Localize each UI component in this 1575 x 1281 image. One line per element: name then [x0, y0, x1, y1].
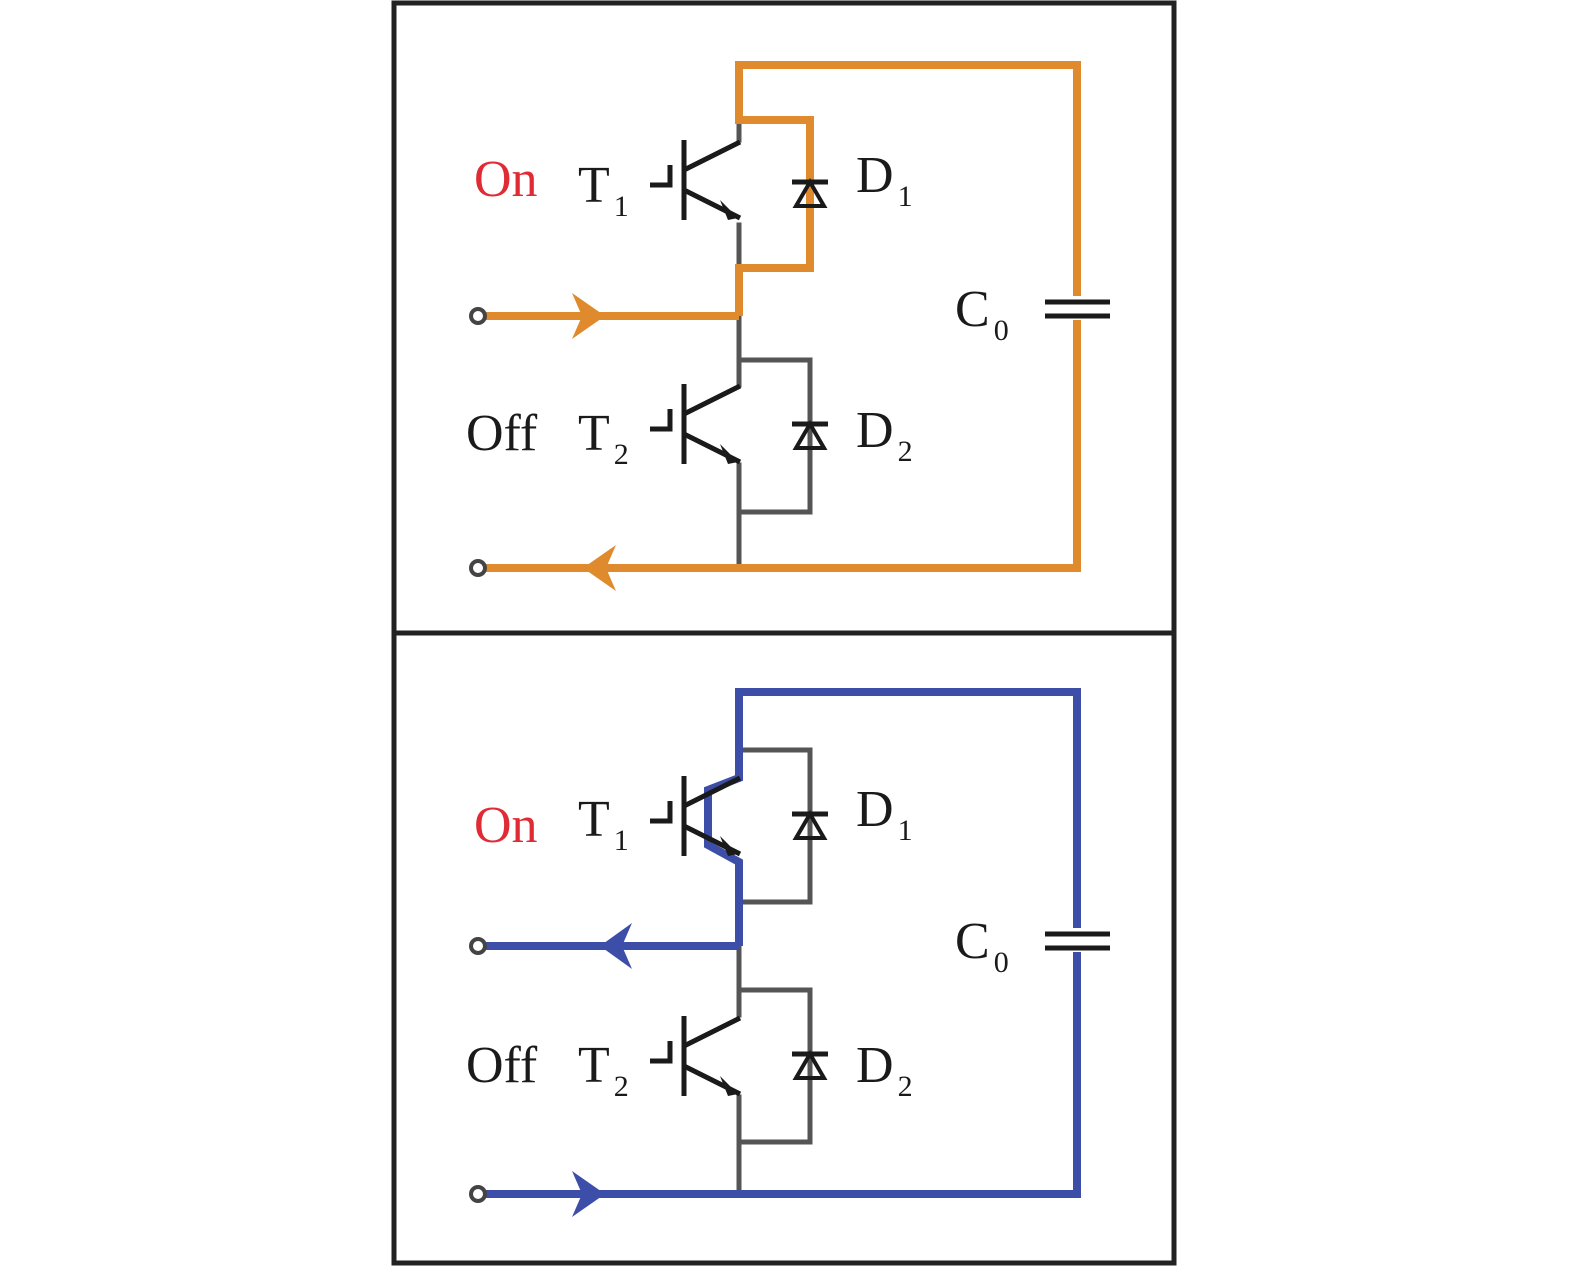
panel-1-d2-label: D	[856, 402, 894, 459]
svg-text:D2: D2	[856, 1037, 913, 1103]
panel-2-d2-label: D	[856, 1037, 894, 1094]
panel-1-t1-state: On	[474, 151, 538, 208]
panel-2-t2-label: T	[578, 1037, 610, 1094]
panel-1-t2-sub: 2	[614, 438, 629, 471]
panel-2-d1-sub: 1	[898, 814, 913, 847]
panel-2-t2-state: Off	[466, 1037, 538, 1094]
svg-text:T2: T2	[578, 1037, 629, 1103]
panel-2-lower-leg	[736, 943, 813, 1197]
panel-1-t1-sub: 1	[614, 190, 629, 223]
panel-1-terminal-bottom-icon	[469, 559, 487, 577]
panel-2-terminal-bottom-icon	[469, 1185, 487, 1203]
panel-1-current-path	[480, 61, 1081, 572]
panel-2-terminal-top-icon	[469, 937, 487, 955]
panel-2-frame	[391, 630, 1177, 1266]
svg-text:D2: D2	[856, 402, 913, 468]
panel-1-t1-label: T	[578, 157, 610, 214]
svg-text:D1: D1	[856, 147, 913, 213]
panel-1-d2-sub: 2	[898, 435, 913, 468]
svg-text:D1: D1	[856, 781, 913, 847]
panel-2-t1-sub: 1	[614, 824, 629, 857]
panel-2-c0-label: C	[955, 913, 990, 970]
svg-text:T1: T1	[578, 791, 629, 857]
panel-1-c0-capacitor-icon	[1045, 296, 1110, 320]
svg-text:T2: T2	[578, 405, 629, 471]
panel-1-output-arrow-icon	[583, 545, 616, 591]
panel-2-t1-igbt-icon	[650, 776, 740, 856]
panel-1-c0-sub: 0	[994, 314, 1009, 347]
panel-1-terminal-top-icon	[469, 307, 487, 325]
panel-1-d1-label: D	[856, 147, 894, 204]
panel-1-input-arrow-icon	[572, 293, 605, 339]
panel-2-output-arrow-icon	[600, 923, 632, 969]
panel-2-c0-sub: 0	[994, 946, 1009, 979]
svg-text:T1: T1	[578, 157, 629, 223]
panel-1-t2-state: Off	[466, 405, 538, 462]
panel-1-lower-leg	[736, 313, 813, 571]
panel-1-d1-sub: 1	[898, 180, 913, 213]
panel-2-t1-state: On	[474, 797, 538, 854]
svg-text:C0: C0	[955, 913, 1009, 979]
panel-2-upper-leg-grey	[736, 747, 813, 905]
panel-2-t1-label: T	[578, 791, 610, 848]
panel-1-t2-igbt-icon	[650, 384, 740, 464]
panel-2-input-arrow-icon	[572, 1171, 605, 1217]
panel-2-t2-igbt-icon	[650, 1016, 740, 1096]
panel-1-c0-label: C	[955, 281, 990, 338]
panel-1-t2-label: T	[578, 405, 610, 462]
panel-1-t1-igbt-icon	[650, 140, 740, 220]
svg-text:C0: C0	[955, 281, 1009, 347]
panel-2-d1-label: D	[856, 781, 894, 838]
panel-2-c0-capacitor-icon	[1045, 928, 1110, 952]
panel-2-t2-sub: 2	[614, 1070, 629, 1103]
panel-2-d2-sub: 2	[898, 1070, 913, 1103]
